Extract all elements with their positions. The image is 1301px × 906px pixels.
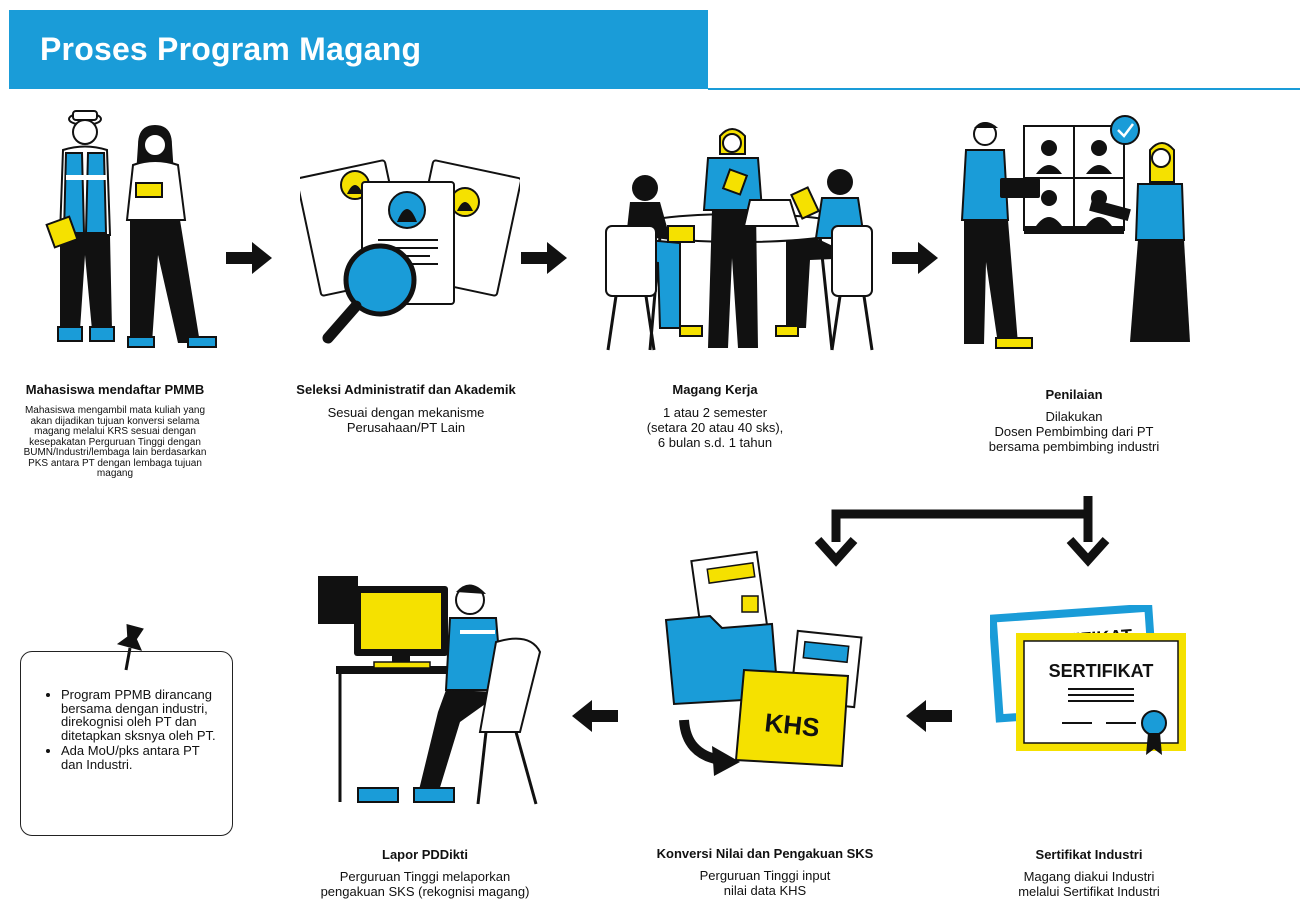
note-item: Ada MoU/pks antara PT dan Industri. xyxy=(61,744,224,771)
arrow-left-1 xyxy=(906,700,952,732)
khs-folder-illustration: KHS xyxy=(664,550,863,776)
note-list: Program PPMB dirancang bersama dengan in… xyxy=(21,688,224,773)
internship-work-illustration xyxy=(605,128,874,351)
step-title-seleksi: Seleksi Administratif dan Akademik xyxy=(296,382,516,397)
note-item: Program PPMB dirancang bersama dengan in… xyxy=(61,688,224,742)
step-title-magang: Magang Kerja xyxy=(672,382,758,397)
branch-connector xyxy=(814,496,1110,567)
assessment-illustration xyxy=(960,115,1190,349)
title-banner: Proses Program Magang xyxy=(9,10,708,89)
reporting-illustration xyxy=(318,576,542,805)
note-box: Program PPMB dirancang bersama dengan in… xyxy=(20,651,233,836)
certificate-illustration: SERTIFIKAT SERTIFIKAT xyxy=(990,605,1186,755)
page-title: Proses Program Magang xyxy=(40,31,422,67)
step-title-daftar: Mahasiswa mendaftar PMMB xyxy=(25,382,205,397)
arrow-right-1 xyxy=(226,242,272,274)
step-title-konversi: Konversi Nilai dan Pengakuan SKS xyxy=(656,846,874,861)
step-title-penilaian: Penilaian xyxy=(1045,387,1103,402)
step-title-lapor: Lapor PDDikti xyxy=(382,847,468,862)
arrow-left-2 xyxy=(572,700,618,732)
arrow-right-2 xyxy=(521,242,567,274)
cert-front-label: SERTIFIKAT xyxy=(1049,661,1154,681)
cv-selection-illustration xyxy=(300,159,520,344)
arrow-right-3 xyxy=(892,242,938,274)
step-desc-magang: 1 atau 2 semester(setara 20 atau 40 sks)… xyxy=(646,405,784,450)
khs-label: KHS xyxy=(763,707,821,743)
step-title-sertifikat: Sertifikat Industri xyxy=(1035,847,1143,862)
students-registering-illustration xyxy=(45,110,217,348)
header-rule xyxy=(708,88,1300,90)
